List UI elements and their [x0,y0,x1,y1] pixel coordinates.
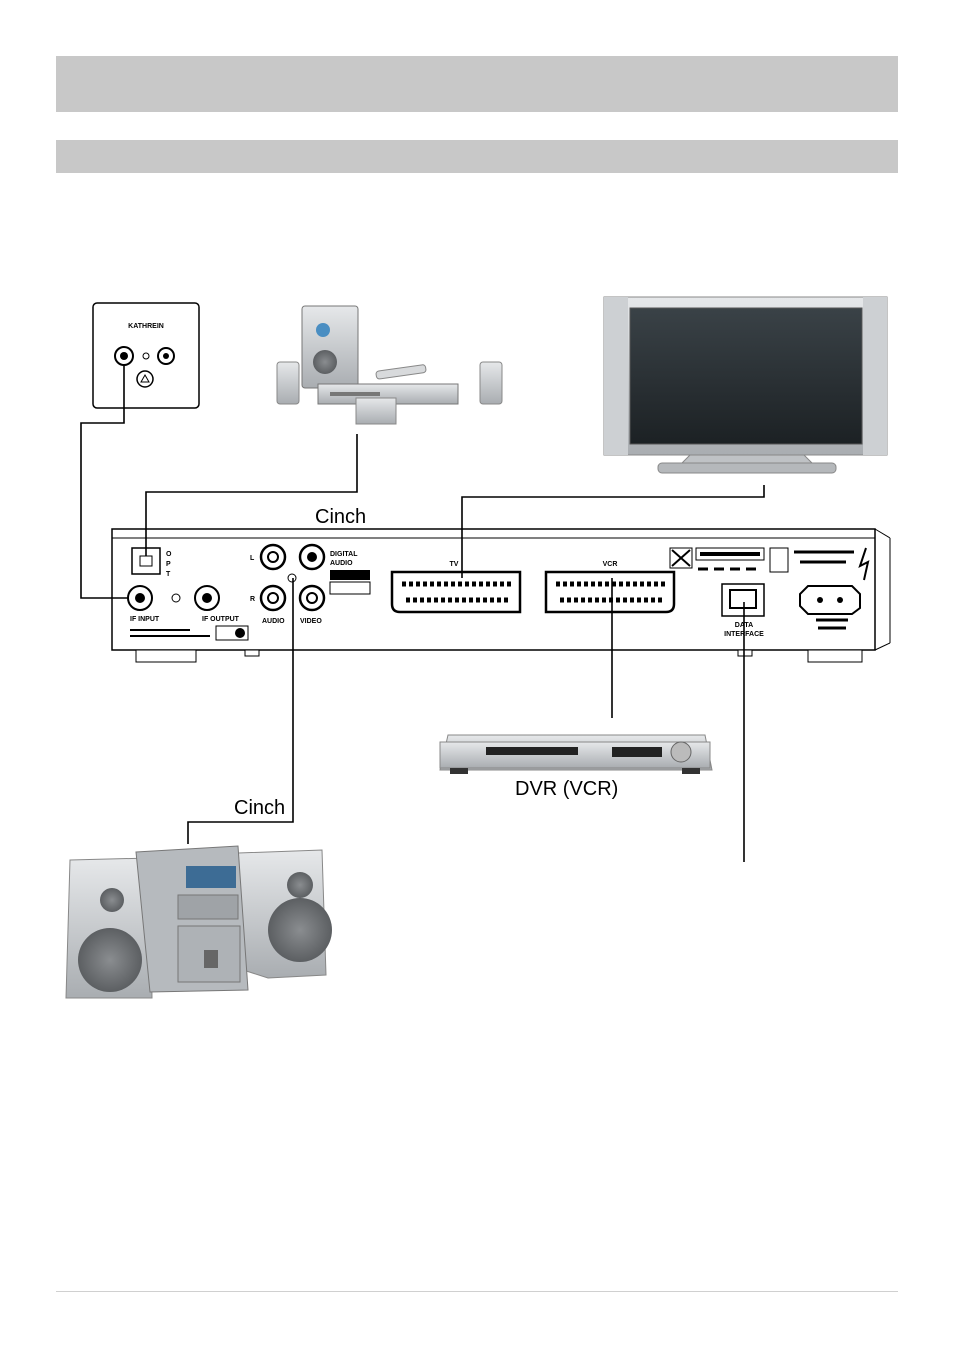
header-bar-small [56,140,898,173]
cable-tv-scart [461,485,765,578]
if-output-label: IF OUTPUT [202,616,240,623]
footer-rule [56,1291,898,1292]
home-cinema-system [276,305,503,425]
antenna-wall-socket: KATHREIN [92,302,200,409]
opt-letter-p: P [166,561,171,568]
scart-tv-label: TV [450,561,459,568]
flat-tv [603,296,888,474]
socket-brand: KATHREIN [128,323,164,330]
receiver-rear-panel: O P T IF INPUT IF OUTPUT L R AUDIO VIDEO… [111,528,891,663]
audio-l-label: L [250,555,255,562]
audio-label: AUDIO [262,618,285,625]
dvr-label: DVR (VCR) [515,778,618,800]
opt-letter-t: T [166,571,171,578]
opt-letter-o: O [166,551,172,558]
mini-hifi-system [65,845,332,999]
cable-audio-hifi [187,578,294,844]
digital-audio-label-1: DIGITAL [330,551,358,558]
cable-optical [145,434,358,556]
video-label: VIDEO [300,618,322,625]
connection-cables [80,365,765,862]
cinch-label-top: Cinch [315,506,366,528]
digital-audio-label-2: AUDIO [330,560,353,567]
cinch-label-bottom: Cinch [234,797,285,819]
audio-r-label: R [250,596,255,603]
scart-vcr-label: VCR [603,561,618,568]
if-input-label: IF INPUT [130,616,160,623]
cable-antenna [80,365,128,599]
header-bar-large [56,56,898,112]
dvr-device [439,734,713,774]
